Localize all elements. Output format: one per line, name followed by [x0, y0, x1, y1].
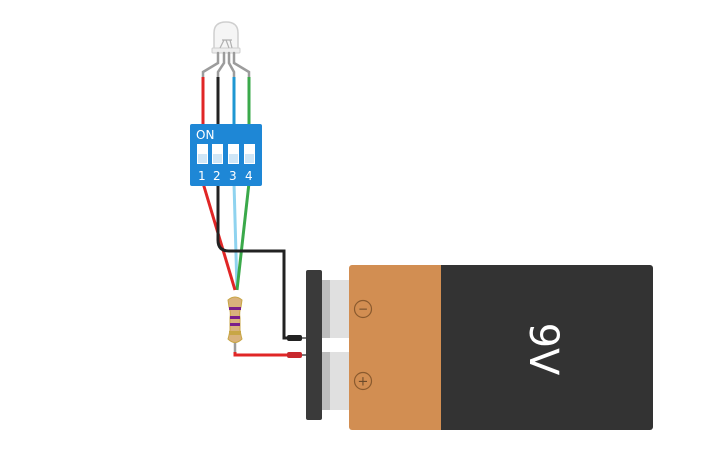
positive-symbol: +: [358, 375, 369, 390]
dip-switch-body: [190, 124, 262, 186]
dip-switch-3[interactable]: [228, 144, 239, 164]
rgb-led[interactable]: [201, 21, 251, 80]
battery-snap: [306, 270, 322, 420]
led-lead-4: [232, 51, 251, 80]
dip-switch-1[interactable]: [197, 144, 208, 164]
dip-switch[interactable]: ON 1 2 3 4: [190, 124, 262, 186]
switch-to-resistor-wires: [201, 182, 300, 340]
led-lens: [213, 21, 239, 51]
pos-connector-tip: [287, 352, 302, 358]
wire-green-bottom[interactable]: [235, 182, 251, 291]
neg-connector-tip: [287, 335, 302, 341]
battery-label: 9V: [520, 323, 566, 376]
resistor-band-3: [230, 323, 240, 326]
led-lead-2: [216, 51, 226, 80]
battery-wrap-edge: [438, 265, 441, 430]
led-to-switch-wires: [201, 77, 251, 126]
led-lead-1: [201, 51, 220, 80]
dip-switch-2[interactable]: [212, 144, 223, 164]
wire-red-battery[interactable]: [233, 352, 292, 357]
battery-9v[interactable]: − + 9V: [287, 265, 653, 430]
battery-body: [438, 265, 653, 430]
resistor-band-1: [229, 307, 241, 310]
led-lead-3: [227, 51, 236, 80]
dip-lever-4: [245, 154, 254, 163]
resistor[interactable]: [227, 296, 243, 352]
led-base: [211, 47, 241, 54]
resistor-band-2: [230, 316, 240, 319]
wire-black-bottom[interactable]: [216, 183, 300, 340]
dip-number-2: 2: [213, 169, 221, 183]
led-inner-leads: [219, 39, 233, 49]
negative-symbol: −: [358, 302, 368, 316]
resistor-body: [227, 296, 243, 343]
resistor-band-4: [229, 331, 241, 335]
battery-wrap: [349, 265, 441, 430]
dip-number-1: 1: [198, 169, 206, 183]
dip-number-3: 3: [229, 169, 237, 183]
wire-blue-bottom[interactable]: [232, 182, 239, 291]
negative-terminal-shade: [322, 280, 330, 338]
dip-lever-3: [229, 154, 238, 163]
dip-lever-2: [213, 154, 222, 163]
dip-number-4: 4: [245, 169, 253, 183]
dip-on-label: ON: [196, 128, 214, 142]
dip-switch-4[interactable]: [244, 144, 255, 164]
negative-symbol-ring: [353, 299, 373, 319]
positive-terminal-shade: [322, 352, 330, 410]
positive-symbol-ring: [353, 371, 373, 391]
dip-lever-1: [198, 154, 207, 163]
